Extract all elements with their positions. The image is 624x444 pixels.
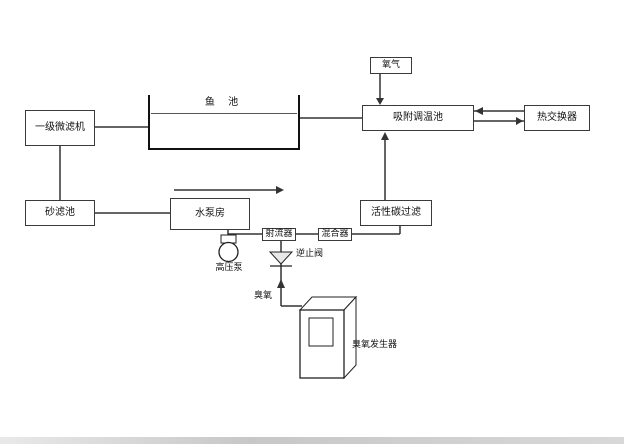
ozone-generator-side-face — [343, 295, 357, 380]
ozone-arrow-up-icon — [277, 279, 285, 288]
sand-filter-box: 砂滤池 — [25, 200, 95, 226]
carbon-filter-box: 活性碳过滤 — [360, 200, 432, 226]
arrow-down-icon — [376, 98, 384, 105]
flow-direction-arrow-icon — [276, 186, 284, 194]
ozone-label: 臭氧 — [254, 291, 273, 301]
oxygen-label: 氧气 — [370, 57, 412, 74]
check-valve-icon — [268, 251, 294, 265]
arrow-left-icon — [475, 107, 483, 115]
mixer-box: 混合器 — [318, 228, 352, 241]
pump-house-box: 水泵房 — [170, 198, 250, 230]
fish-pond-tank: 鱼 池 — [148, 95, 300, 150]
check-valve-label: 逆止阀 — [296, 249, 324, 259]
pump-motor-icon — [220, 234, 237, 244]
bottom-edge-artifact — [0, 437, 624, 444]
pump-icon — [218, 241, 239, 263]
waterline — [151, 113, 297, 114]
jet-injector-box: 射流器 — [262, 228, 296, 241]
arrow-right-icon — [516, 117, 523, 125]
ozone-generator-label: 臭氧发生器 — [352, 340, 398, 350]
adsorption-pool-box: 吸附调温池 — [362, 105, 474, 131]
hp-pump-label: 高压泵 — [215, 263, 243, 273]
heat-exchanger-box: 热交换器 — [524, 105, 590, 131]
arrow-up-icon — [381, 132, 389, 140]
fish-pond-label: 鱼 池 — [204, 97, 244, 108]
microfilter-box: 一级微滤机 — [25, 110, 95, 146]
ozone-generator-window — [308, 317, 334, 347]
